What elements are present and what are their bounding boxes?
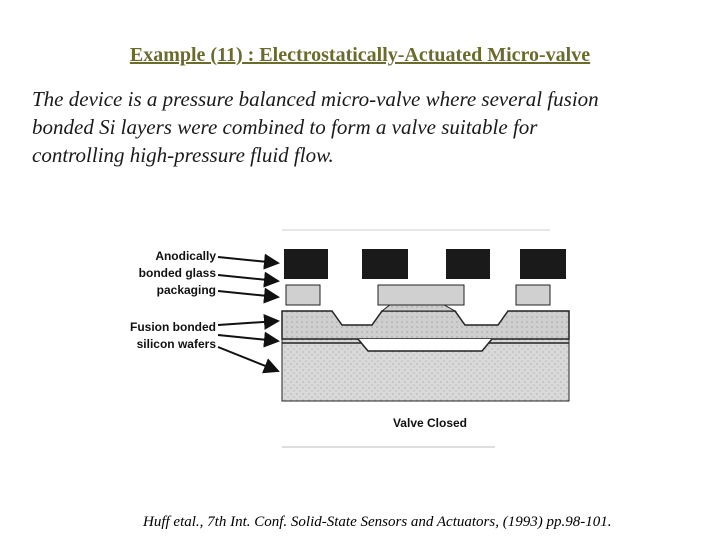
glass-packaging-pads [285,284,551,306]
arrow-pointer [217,346,280,374]
body-line: controlling high-pressure fluid flow. [32,143,334,167]
arrow-pointer [217,253,280,270]
electrode-block [520,249,566,279]
glass-pad [377,284,465,306]
slide-title: Example (11) : Electrostatically-Actuate… [129,44,591,66]
glass-pad [285,284,321,306]
electrode-block [446,249,490,279]
electrode-block [362,249,408,279]
figure-caption: Valve Closed [393,416,467,430]
label-line: silicon wafers [137,337,217,351]
citation: Huff etal., 7th Int. Conf. Solid-State S… [143,514,612,530]
middle-silicon-wafer [281,310,570,352]
arrow-pointer [217,287,280,304]
arrow-pointer [217,313,280,330]
body-line: The device is a pressure balanced micro-… [32,87,599,111]
label-line: bonded glass [139,266,217,280]
glass-pad [515,284,551,306]
label-line: Anodically [155,249,216,263]
top-electrodes [284,249,566,279]
glass-packaging-label: Anodically bonded glass packaging [139,249,217,297]
arrow-pointer [217,331,280,348]
slide-body-text: The device is a pressure balanced micro-… [32,85,702,169]
arrow-pointer [217,271,280,288]
label-line: Fusion bonded [130,320,216,334]
label-line: packaging [157,283,216,297]
body-line: bonded Si layers were combined to form a… [32,115,538,139]
electrode-block [284,249,328,279]
microvalve-diagram: Anodically bonded glass packaging Fusion… [130,229,570,448]
pointer-arrows [217,253,280,374]
silicon-wafers-label: Fusion bonded silicon wafers [130,320,216,351]
